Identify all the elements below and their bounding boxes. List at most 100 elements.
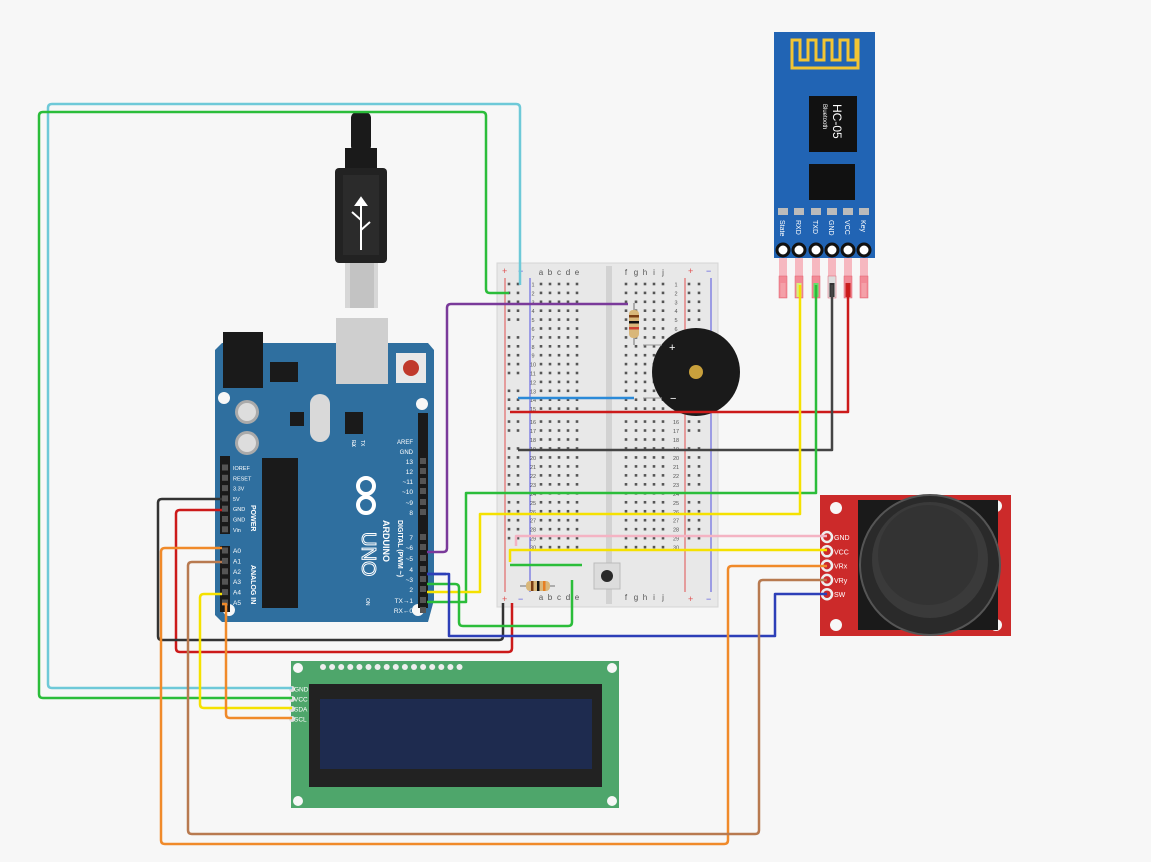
breadboard-hole[interactable]	[643, 282, 647, 286]
rail-hole[interactable]	[507, 483, 511, 486]
breadboard-hole[interactable]	[548, 380, 552, 384]
breadboard-hole[interactable]	[643, 336, 647, 339]
breadboard-hole[interactable]	[539, 545, 543, 549]
breadboard-hole[interactable]	[548, 536, 552, 540]
analog-pin-socket[interactable]	[222, 589, 228, 596]
rail-hole[interactable]	[507, 429, 511, 432]
rail-hole[interactable]	[507, 407, 511, 410]
breadboard-hole[interactable]	[548, 438, 552, 441]
rail-hole[interactable]	[697, 500, 701, 504]
breadboard-hole[interactable]	[575, 500, 579, 504]
digital-pin-socket[interactable]	[420, 555, 426, 561]
breadboard-hole[interactable]	[566, 438, 570, 441]
breadboard-hole[interactable]	[548, 291, 552, 295]
rail-hole[interactable]	[687, 420, 691, 423]
rail-hole[interactable]	[516, 336, 520, 339]
breadboard-hole[interactable]	[557, 536, 561, 540]
breadboard-hole[interactable]	[557, 474, 561, 477]
breadboard-hole[interactable]	[624, 474, 628, 477]
breadboard-hole[interactable]	[634, 447, 638, 450]
breadboard-hole[interactable]	[539, 429, 543, 432]
breadboard-hole[interactable]	[557, 500, 561, 504]
power-pin-socket[interactable]	[222, 526, 228, 533]
breadboard-hole[interactable]	[548, 456, 552, 459]
rail-hole[interactable]	[516, 318, 520, 321]
breadboard-hole[interactable]	[539, 291, 543, 295]
breadboard-hole[interactable]	[557, 345, 561, 348]
breadboard-hole[interactable]	[539, 353, 543, 357]
breadboard-hole[interactable]	[624, 407, 628, 410]
breadboard-hole[interactable]	[634, 420, 638, 423]
breadboard-hole[interactable]	[624, 389, 628, 393]
breadboard-hole[interactable]	[661, 291, 665, 295]
digital-pin-socket[interactable]	[420, 566, 426, 572]
rail-hole[interactable]	[697, 447, 701, 450]
rail-hole[interactable]	[507, 474, 511, 477]
breadboard-hole[interactable]	[634, 509, 638, 513]
breadboard-hole[interactable]	[539, 327, 543, 330]
breadboard-hole[interactable]	[566, 518, 570, 522]
rail-hole[interactable]	[687, 509, 691, 513]
breadboard-hole[interactable]	[634, 474, 638, 477]
breadboard-hole[interactable]	[652, 327, 656, 330]
breadboard-hole[interactable]	[661, 407, 665, 410]
breadboard-hole[interactable]	[634, 398, 638, 401]
breadboard-hole[interactable]	[661, 282, 665, 286]
breadboard-hole[interactable]	[575, 545, 579, 549]
breadboard-hole[interactable]	[539, 447, 543, 450]
breadboard-hole[interactable]	[548, 545, 552, 549]
rail-hole[interactable]	[507, 353, 511, 357]
breadboard-hole[interactable]	[575, 371, 579, 375]
rail-hole[interactable]	[516, 345, 520, 348]
breadboard-hole[interactable]	[548, 509, 552, 513]
rail-hole[interactable]	[697, 456, 701, 459]
digital-pin-socket[interactable]	[420, 534, 426, 540]
breadboard-hole[interactable]	[557, 407, 561, 410]
breadboard-hole[interactable]	[557, 527, 561, 531]
rail-hole[interactable]	[687, 429, 691, 432]
breadboard-hole[interactable]	[566, 398, 570, 401]
breadboard-hole[interactable]	[539, 380, 543, 384]
breadboard-hole[interactable]	[624, 545, 628, 549]
breadboard-hole[interactable]	[566, 362, 570, 366]
breadboard-hole[interactable]	[557, 438, 561, 441]
breadboard-hole[interactable]	[652, 527, 656, 531]
breadboard-hole[interactable]	[634, 438, 638, 441]
breadboard-hole[interactable]	[652, 456, 656, 459]
rail-hole[interactable]	[687, 536, 691, 540]
breadboard-hole[interactable]	[652, 429, 656, 432]
breadboard-hole[interactable]	[566, 420, 570, 423]
breadboard-hole[interactable]	[548, 465, 552, 468]
breadboard-hole[interactable]	[575, 318, 579, 321]
breadboard-hole[interactable]	[643, 353, 647, 357]
breadboard-hole[interactable]	[548, 420, 552, 423]
breadboard-hole[interactable]	[566, 500, 570, 504]
breadboard-hole[interactable]	[557, 300, 561, 304]
breadboard-hole[interactable]	[575, 389, 579, 393]
breadboard-hole[interactable]	[643, 429, 647, 432]
breadboard-hole[interactable]	[624, 300, 628, 304]
rail-hole[interactable]	[507, 318, 511, 321]
rail-hole[interactable]	[507, 536, 511, 540]
digital-pin-socket[interactable]	[420, 607, 426, 613]
rail-hole[interactable]	[507, 309, 511, 312]
power-pin-socket[interactable]	[222, 505, 228, 512]
rail-hole[interactable]	[516, 389, 520, 393]
breadboard-hole[interactable]	[566, 380, 570, 384]
breadboard-hole[interactable]	[624, 483, 628, 486]
breadboard-hole[interactable]	[624, 398, 628, 401]
breadboard-hole[interactable]	[575, 518, 579, 522]
breadboard-hole[interactable]	[634, 536, 638, 540]
breadboard-hole[interactable]	[575, 398, 579, 401]
breadboard-hole[interactable]	[575, 536, 579, 540]
digital-pin-socket[interactable]	[420, 499, 426, 505]
breadboard-hole[interactable]	[575, 429, 579, 432]
breadboard-hole[interactable]	[548, 483, 552, 486]
rail-hole[interactable]	[516, 474, 520, 477]
breadboard-hole[interactable]	[652, 536, 656, 540]
rail-hole[interactable]	[687, 527, 691, 531]
breadboard-hole[interactable]	[624, 291, 628, 295]
breadboard-hole[interactable]	[566, 371, 570, 375]
rail-hole[interactable]	[516, 407, 520, 410]
breadboard-hole[interactable]	[557, 483, 561, 486]
